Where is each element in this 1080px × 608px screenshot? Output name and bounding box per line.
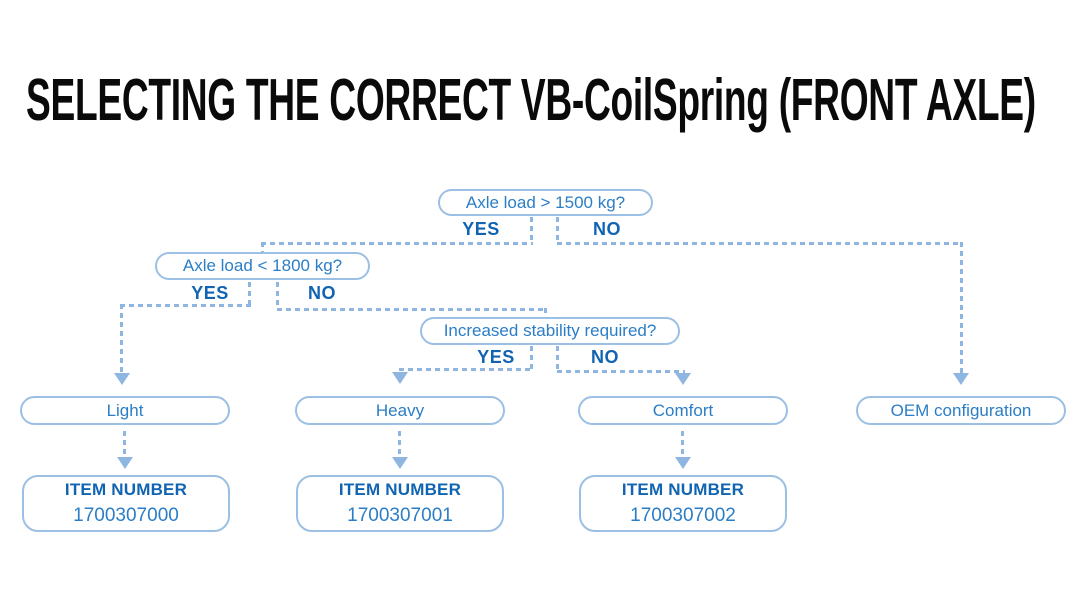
yes-label: YES [191,283,229,303]
item-number-value: 1700307002 [630,505,736,526]
arrow-down-icon [675,373,691,385]
item-number-box-light: ITEM NUMBER 1700307000 [22,475,230,532]
no-label: NO [591,347,619,367]
result-box-light: Light [20,396,230,425]
item-number-label: ITEM NUMBER [64,480,188,499]
result-label: OEM configuration [890,400,1032,420]
result-box-oem-configuration: OEM configuration [856,396,1066,425]
connector-line [261,242,264,253]
arrow-down-icon [117,457,133,469]
connector-line [276,282,279,309]
item-number-box-comfort: ITEM NUMBER 1700307002 [579,475,787,532]
connector-line [557,370,685,373]
connector-line [398,431,401,457]
yes-label: YES [477,347,515,367]
arrow-down-icon [675,457,691,469]
item-number-box-heavy: ITEM NUMBER 1700307001 [296,475,504,532]
result-label: Light [106,400,144,420]
no-label: NO [308,283,336,303]
connector-line [530,346,533,369]
connector-line [123,431,126,457]
no-label: NO [593,219,621,239]
decision-box-axle-load-1500: Axle load > 1500 kg? [438,189,653,216]
result-label: Comfort [652,400,714,420]
decision-box-axle-load-1800: Axle load < 1800 kg? [155,252,370,280]
arrow-down-icon [114,373,130,385]
connector-line [681,431,684,457]
connector-line [530,217,533,244]
item-number-value: 1700307000 [73,505,179,526]
result-box-comfort: Comfort [578,396,788,425]
page-title: SELECTING THE CORRECT VB-CoilSpring (FRO… [26,67,1036,133]
result-box-heavy: Heavy [295,396,505,425]
item-number-label: ITEM NUMBER [338,480,462,499]
connector-line [120,304,251,307]
connector-line [399,368,533,371]
arrow-down-icon [392,372,408,384]
yes-label: YES [462,219,500,239]
arrow-down-icon [392,457,408,469]
connector-line [248,282,251,306]
connector-line [557,242,963,245]
arrow-down-icon [953,373,969,385]
connector-line [277,308,546,311]
item-number-label: ITEM NUMBER [621,480,745,499]
item-number-value: 1700307001 [347,505,453,526]
decision-question: Increased stability required? [443,321,657,340]
connector-line [960,242,963,373]
decision-question: Axle load < 1800 kg? [182,256,343,275]
decision-question: Axle load > 1500 kg? [465,192,626,212]
connector-line [544,308,547,318]
connector-line [556,217,559,244]
connector-line [120,304,123,373]
connector-line [261,242,533,245]
decision-box-increased-stability: Increased stability required? [420,317,680,345]
connector-line [556,346,559,371]
result-label: Heavy [375,400,425,420]
